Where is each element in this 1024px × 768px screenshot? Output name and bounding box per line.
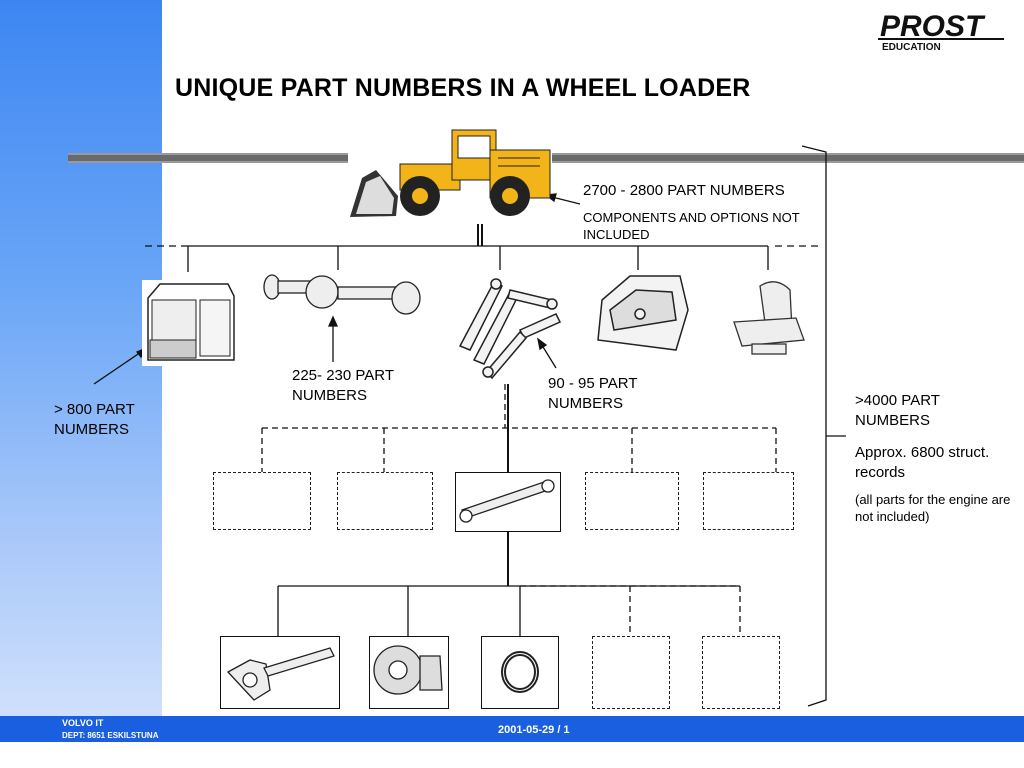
cab-icon (142, 280, 238, 366)
axle-part-count: 225- 230 PART NUMBERS (292, 367, 394, 404)
level4-box-head (369, 636, 449, 709)
header-rule-left (68, 153, 348, 163)
left-gradient-band (0, 0, 162, 716)
piston-rod-icon (226, 647, 335, 701)
cab-part-count: > 800 PART NUMBERS (54, 401, 135, 438)
level4-box-4 (592, 636, 670, 709)
linkage-part-count: 90 - 95 PART NUMBERS (548, 375, 638, 412)
right-struct-records: Approx. 6800 struct. records (855, 444, 990, 481)
level3-box-1 (213, 472, 311, 530)
level3-box-5 (703, 472, 794, 530)
logo-brand: PROST (880, 10, 986, 43)
footer-dept: DEPT: 8651 ESKILSTUNA (62, 731, 159, 740)
level4-box-ring (481, 636, 559, 709)
level3-box-cylinder (455, 472, 561, 532)
level3-box-4 (585, 472, 679, 530)
cylinder-head-icon (373, 645, 443, 695)
operator-seat-icon (733, 281, 805, 355)
prost-education-logo: PROST EDUCATION (876, 6, 1008, 59)
right-part-count: >4000 PART NUMBERS (855, 392, 940, 429)
footer-bar: VOLVO IT DEPT: 8651 ESKILSTUNA 2001-05-2… (0, 716, 1024, 742)
level4-box-5 (702, 636, 780, 709)
wheel-loader-icon (350, 129, 551, 217)
header-rule-right (552, 153, 1024, 163)
level3-box-2 (337, 472, 433, 530)
page-title: UNIQUE PART NUMBERS IN A WHEEL LOADER (175, 74, 751, 102)
logo-sub: EDUCATION (882, 42, 941, 53)
tree-diagram (93, 129, 846, 707)
front-frame-icon (597, 275, 689, 351)
level4-box-rod (220, 636, 340, 709)
hydraulic-cylinder-icon (459, 479, 555, 523)
loader-note: COMPONENTS AND OPTIONS NOT INCLUDED (583, 210, 800, 242)
footer-org: VOLVO IT (62, 718, 104, 728)
axle-icon (263, 274, 421, 315)
lift-arm-linkage-icon (458, 278, 562, 380)
footer-date-page: 2001-05-29 / 1 (498, 724, 570, 736)
footer-bottom (0, 742, 1024, 768)
right-engine-note: (all parts for the engine are not includ… (855, 492, 1011, 524)
loader-part-count: 2700 - 2800 PART NUMBERS (583, 182, 785, 199)
seal-ring-icon (501, 651, 539, 693)
